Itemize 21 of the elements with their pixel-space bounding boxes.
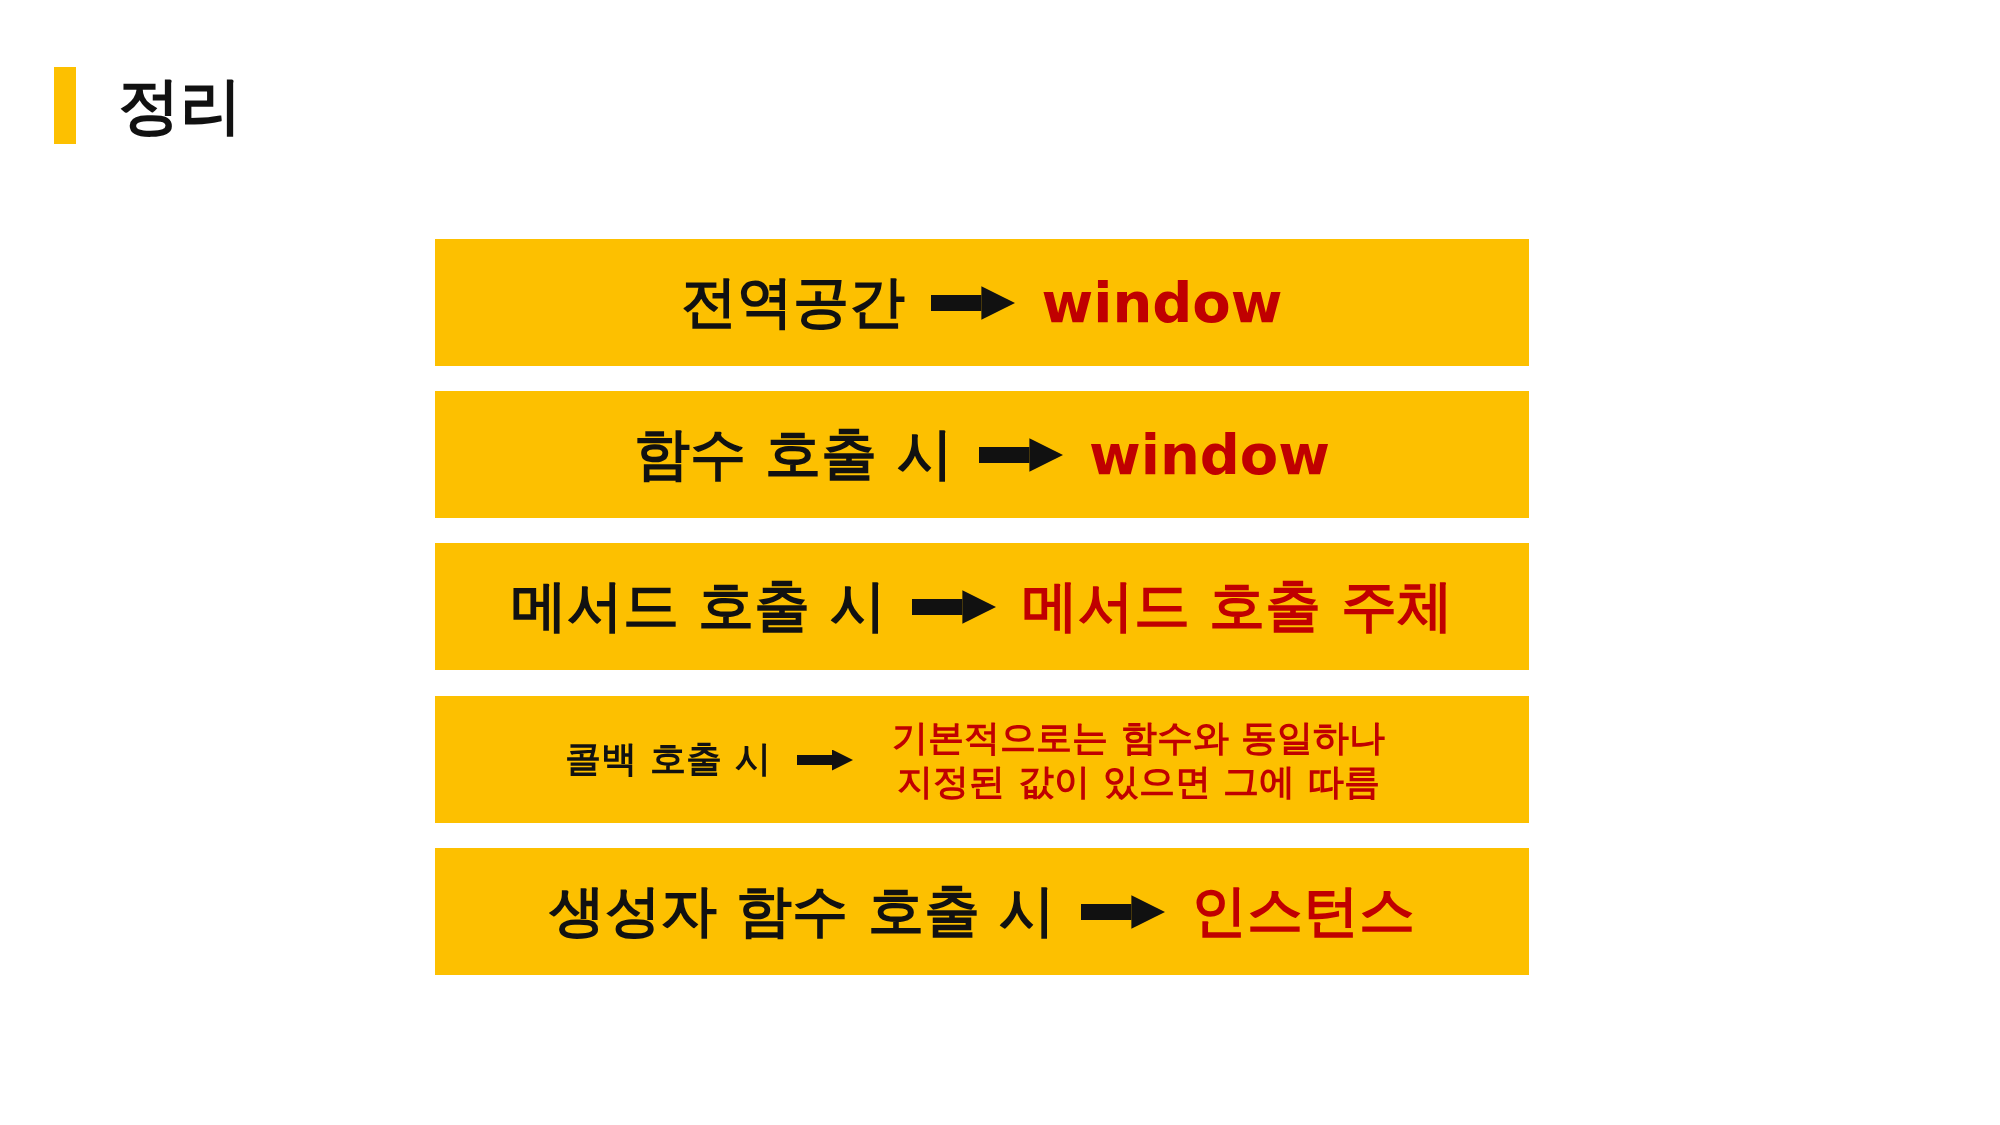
arrow [1081, 894, 1166, 929]
banner-bar [435, 239, 1529, 366]
banner-bar [435, 391, 1529, 518]
banner-bar [435, 848, 1529, 975]
result-text: window [1062, 422, 1357, 487]
case-label: 전역공간 [655, 264, 932, 341]
case-label: 콜백 호출 시 [539, 735, 797, 784]
case-label: 생성자 함수 호출 시 [522, 873, 1082, 950]
banner-bar [435, 543, 1529, 670]
case-label: 메서드 호출 시 [485, 568, 912, 645]
result-text: 메서드 호출 주체 [996, 568, 1479, 645]
result-text: 인스턴스 [1165, 873, 1442, 950]
arrow [796, 749, 853, 770]
arrow [978, 437, 1063, 472]
result-text: 기본적으로는 함수와 동일하나 지정된 값이 있으면 그에 따름 [852, 716, 1425, 803]
case-label: 함수 호출 시 [607, 416, 979, 493]
arrow [912, 589, 996, 624]
banner-bar [435, 696, 1529, 823]
result-text: window [1015, 270, 1309, 335]
arrow [931, 285, 1016, 320]
slide-title: 정리 [118, 68, 242, 144]
